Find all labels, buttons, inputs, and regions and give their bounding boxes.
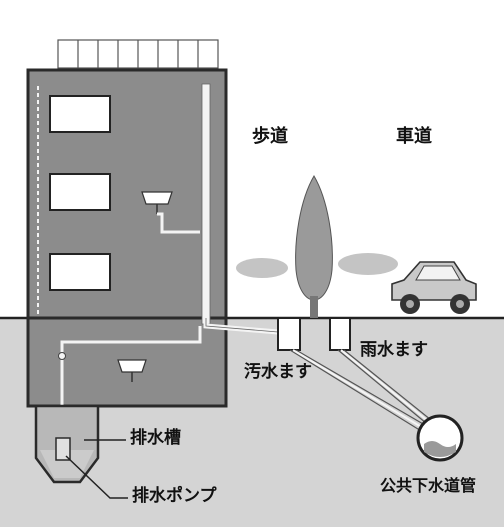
sewage-basin-label: 汚水ます (244, 362, 312, 382)
washbasin-icon (141, 191, 200, 234)
window (49, 253, 111, 291)
check-valve (58, 352, 66, 360)
sidewalk-label: 歩道 (252, 126, 288, 147)
pump-discharge-pipe (60, 326, 202, 430)
drain-stack-pipe (201, 83, 211, 325)
rooftop-panels (57, 39, 219, 69)
shrub (236, 258, 288, 278)
shrub (338, 253, 398, 275)
sewage-basin (277, 317, 301, 351)
drain-pump-label: 排水ポンプ (132, 486, 217, 506)
car-icon (391, 261, 477, 314)
lateral-pipes (289, 349, 437, 435)
window (49, 173, 111, 211)
drain-pump (55, 437, 71, 461)
tree-icon (295, 175, 333, 318)
leader-line (65, 455, 128, 499)
washbasin-icon (117, 359, 147, 382)
public-sewer-pipe-icon (416, 414, 464, 462)
drain-tank-label: 排水槽 (130, 428, 181, 448)
window (49, 95, 111, 133)
public-sewer-label: 公共下水道管 (380, 476, 477, 495)
rain-basin-label: 雨水ます (360, 340, 428, 360)
roadway-label: 車道 (396, 126, 432, 147)
rain-basin (329, 317, 351, 351)
